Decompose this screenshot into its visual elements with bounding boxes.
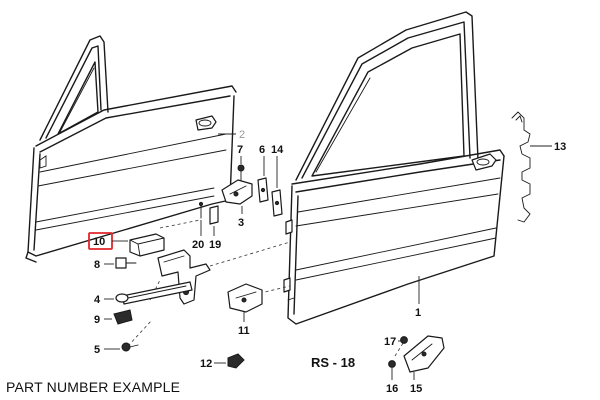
part-label-9: 9 [94,314,100,326]
part-6-bracket [257,177,269,203]
part-label-14: 14 [271,144,284,156]
part-8-bolt [115,257,137,269]
part-label-11: 11 [238,325,250,337]
part-label-17: 17 [384,336,396,348]
part-11-lower-hinge [227,283,263,313]
part-7-screw [237,164,245,181]
part-label-20: 20 [192,239,204,251]
part-label-12: 12 [200,358,212,370]
part-label-13: 13 [554,141,566,153]
weatherstrip-clips [511,111,531,223]
part-label-4: 4 [94,294,101,306]
part-label-16: 16 [386,383,398,395]
diagram-code: RS - 18 [311,355,355,370]
part-15-bracket [403,335,445,373]
part-20-pin [198,201,204,219]
caption: PART NUMBER EXAMPLE [6,379,181,395]
part-10-insert [129,233,165,257]
part-9-pad [113,309,133,325]
part-label-15: 15 [410,383,422,395]
part-5-screw [121,342,139,352]
part-label-3: 3 [238,217,244,229]
door-check-strap [121,249,211,305]
part-label-7: 7 [237,144,243,156]
part-label-8: 8 [94,259,100,271]
part-12-grommet [227,353,245,369]
part-3-upper-hinge [221,179,253,205]
part-16-screw [388,360,396,368]
part-label-2: 2 [239,129,245,141]
part-label-10: 10 [93,236,105,248]
part-19-clip [209,205,219,225]
part-14-plate [271,189,283,217]
part-label-19: 19 [209,239,221,251]
left-door [25,35,237,263]
part-label-6: 6 [259,144,265,156]
right-door [283,11,505,325]
part-17-nut [400,336,408,344]
part-label-1: 1 [415,307,421,319]
part-4-bushing [115,293,129,303]
part-label-5: 5 [94,344,100,356]
